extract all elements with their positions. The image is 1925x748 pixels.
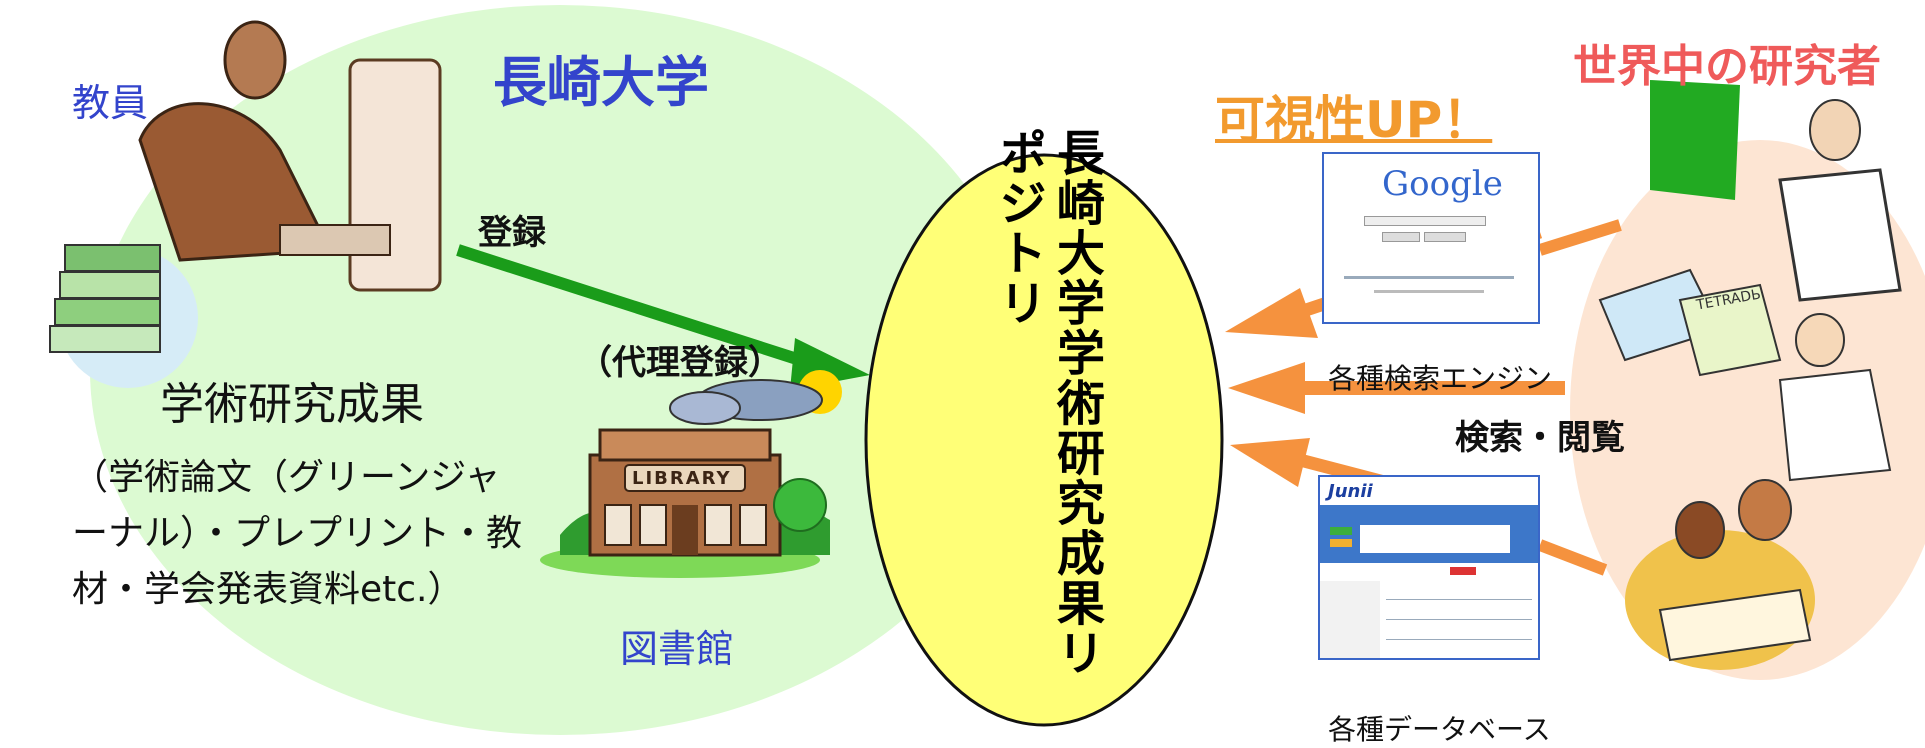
databases-label: 各種データベース [1328, 713, 1551, 746]
repository-label: 長崎大学学術研究成果リポジトリ [990, 128, 1104, 678]
lecturer-illustration [1650, 80, 1902, 302]
junii-search-panel [1320, 505, 1538, 563]
junii-screenshot: Junii [1318, 475, 1540, 660]
research-detail-text: （学術論文（グリーンジャーナル）・プレプリント・教材・学会発表資料etc.） [72, 457, 523, 610]
junii-header: Junii [1320, 477, 1538, 505]
repository-ellipse [864, 153, 1224, 727]
researchers-label: 世界中の研究者 [1573, 41, 1881, 92]
scientist-illustration [1778, 313, 1892, 482]
arrow-engines [1228, 362, 1565, 414]
proxy-register-label: （代理登録） [578, 343, 782, 383]
junii-sidebar [1320, 581, 1380, 658]
research-results-label: 学術研究成果 [160, 379, 424, 430]
google-footer-line-2 [1374, 290, 1484, 293]
arrow-databases-2 [1537, 539, 1608, 576]
library-illustration [540, 428, 830, 578]
cloud-sun-illustration [669, 370, 842, 425]
books-illustration [49, 244, 161, 353]
junii-tab-green [1330, 527, 1352, 535]
notebooks-illustration [1598, 268, 1782, 377]
visibility-label: 可視性UP！ [1215, 91, 1493, 149]
arrow-researcher-top [1538, 219, 1622, 256]
university-title: 長崎大学 [493, 51, 709, 114]
junii-search-input [1360, 525, 1510, 553]
google-search-box [1364, 216, 1486, 226]
junii-search-button [1450, 567, 1476, 575]
google-screenshot: Google [1322, 152, 1540, 324]
search-engines-label: 各種検索エンジン [1328, 362, 1553, 395]
search-browse-label: 検索・閲覧 [1455, 418, 1625, 458]
junii-row-2 [1386, 609, 1532, 620]
junii-row-3 [1386, 629, 1532, 640]
students-illustration [1625, 479, 1815, 670]
junii-tab-orange [1330, 539, 1352, 547]
library-label: 図書館 [620, 627, 735, 671]
google-button-2 [1424, 232, 1466, 242]
junii-logo: Junii [1328, 481, 1373, 502]
register-label: 登録 [478, 213, 546, 253]
search-arrows [1225, 219, 1622, 576]
faculty-label: 教員 [72, 81, 149, 125]
google-footer-line [1344, 276, 1514, 279]
library-sign: LIBRARY [632, 468, 732, 489]
google-logo: Google [1382, 164, 1503, 204]
faculty-illustration [138, 20, 442, 292]
junii-row-1 [1386, 589, 1532, 600]
google-button-1 [1382, 232, 1420, 242]
